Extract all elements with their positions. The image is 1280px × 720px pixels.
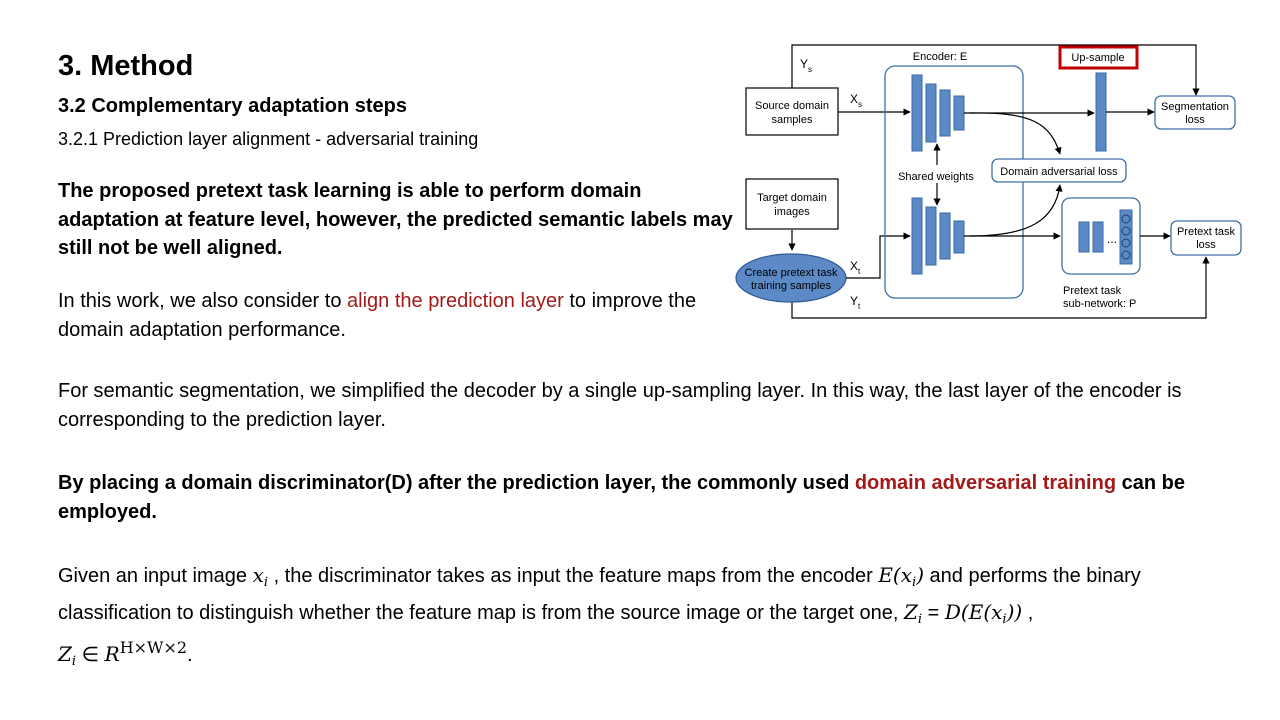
math-D-E-xi: D(E(xi)) — [944, 599, 1023, 627]
upsample-layer — [1095, 72, 1107, 152]
p4-text-b: can be employed. — [58, 472, 1185, 523]
pretext-loss-line1: Pretext task — [1177, 226, 1236, 238]
xt-label: Xt — [850, 259, 861, 276]
pretext-loss-box — [1170, 220, 1242, 256]
paragraph-formula: Given an input image xi , the discrimina… — [58, 561, 1238, 677]
bold-paragraph-pretext: The proposed pretext task learning is ab… — [58, 180, 733, 259]
target-encoder-layers — [911, 197, 965, 275]
p4-highlight: domain adversarial training — [854, 472, 1117, 494]
p4-text-a: By placing a domain discriminator(D) aft… — [58, 472, 855, 494]
seg-loss-line1: Segmentation — [1161, 101, 1229, 113]
p5-text-a: Given an input image — [58, 565, 253, 587]
yt-label: Yt — [850, 294, 861, 311]
target-box-line1: Target domain — [757, 192, 827, 204]
subsection-title: 3.2.1 Prediction layer alignment - adver… — [58, 129, 479, 149]
domain-adv-loss-label: Domain adversarial loss — [1000, 166, 1118, 178]
math-R: R — [104, 642, 120, 666]
math-E-xi: E(xi) — [878, 563, 924, 590]
ellipse-line2: training samples — [751, 280, 832, 292]
p2-highlight: align the prediction layer — [347, 290, 564, 312]
target-domain-box — [745, 178, 839, 230]
architecture-diagram: Source domain samples Target domain imag… — [735, 44, 1242, 319]
target-to-dadv-arrow — [969, 184, 1063, 237]
ys-line — [791, 44, 1200, 96]
paragraph-decoder: For semantic segmentation, we simplified… — [58, 380, 1182, 431]
source-to-dadv-arrow — [969, 112, 1062, 155]
math-xi: xi — [252, 563, 269, 590]
slide-title: 3. Method — [58, 50, 194, 82]
p2-text-b: to improve the domain adaptation perform… — [58, 290, 697, 341]
pretext-subnetwork-layers — [1078, 209, 1133, 265]
ellipse-line1: Create pretext task — [745, 267, 838, 279]
xt-arrow — [846, 232, 911, 279]
math-Zi: Zi — [904, 599, 923, 627]
seg-loss-line2: loss — [1185, 114, 1205, 126]
pretext-subnet-label-2: sub-network: P — [1063, 298, 1136, 310]
section-subtitle: 3.2 Complementary adaptation steps — [58, 95, 407, 117]
p5-text-g: . — [187, 644, 193, 666]
xs-label: Xs — [850, 92, 862, 109]
ys-label: Ys — [800, 57, 812, 74]
domain-adversarial-loss-box — [991, 158, 1127, 183]
shared-weights-label: Shared weights — [898, 171, 974, 183]
pretext-loss-line2: loss — [1196, 239, 1216, 251]
upsample-label-box — [1058, 45, 1139, 70]
source-encoder-layers — [911, 74, 965, 152]
p5-text-f: ∈ — [76, 644, 105, 666]
paragraph-align-prediction: In this work, we also consider to align … — [58, 287, 748, 344]
p2-text-a: In this work, we also consider to — [58, 290, 348, 312]
p5-text-d: = — [922, 601, 945, 624]
yt-line — [791, 256, 1210, 319]
segmentation-loss-box — [1154, 95, 1236, 130]
encoder-label: Encoder: E — [913, 51, 967, 63]
p5-text-c: and performs the binary classification t… — [58, 565, 1141, 624]
pretext-subnet-label-1: Pretext task — [1063, 285, 1122, 297]
p5-text-b: , the discriminator takes as input the f… — [268, 565, 879, 587]
source-box-line1: Source domain — [755, 100, 829, 112]
p5-text-e: , — [1022, 601, 1034, 624]
upsample-label: Up-sample — [1071, 52, 1124, 64]
target-box-line2: images — [774, 206, 810, 218]
subnet-ellipsis: ... — [1107, 232, 1117, 246]
source-box-line2: samples — [772, 114, 813, 126]
bold-paragraph-discriminator: By placing a domain discriminator(D) aft… — [58, 469, 1218, 526]
math-Zi-2: Zi — [58, 642, 77, 669]
math-dims: H×W×2 — [119, 638, 188, 657]
